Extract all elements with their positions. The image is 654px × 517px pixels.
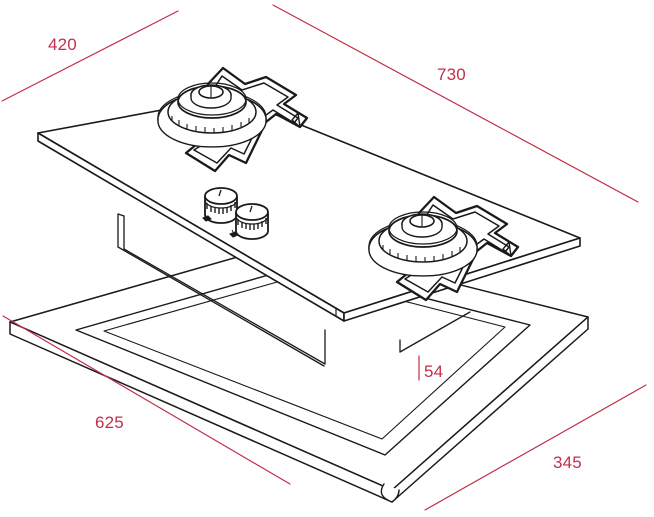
burner-rear-left	[157, 66, 309, 173]
knob-knurling-right	[237, 218, 267, 230]
dimension-label-54: 54	[424, 362, 443, 381]
cooktop-body-below	[117, 213, 471, 367]
dimension-label-625: 625	[95, 413, 124, 432]
dimension-label-420: 420	[48, 35, 77, 54]
igniter-right	[229, 229, 239, 238]
igniter-left	[202, 213, 212, 222]
dimension-line-625	[2, 315, 291, 485]
burner-cap-rear	[157, 82, 267, 148]
dimension-line-420	[1, 10, 179, 102]
dimension-labels: 420 730 54 625 345	[48, 35, 582, 472]
dimension-line-345	[424, 384, 647, 511]
cooktop-glass-plate	[37, 96, 581, 322]
dimension-label-345: 345	[553, 453, 582, 472]
knob-knurling-left	[206, 202, 236, 214]
dimension-label-730: 730	[437, 65, 466, 84]
countertop-slab	[9, 241, 589, 503]
burner-front-right	[368, 195, 520, 302]
dimension-lines	[1, 4, 647, 511]
burner-cap-front	[368, 211, 478, 277]
countertop-cutout-opening	[75, 265, 531, 456]
control-knob-right[interactable]	[235, 203, 269, 240]
dimension-line-730	[272, 4, 639, 203]
